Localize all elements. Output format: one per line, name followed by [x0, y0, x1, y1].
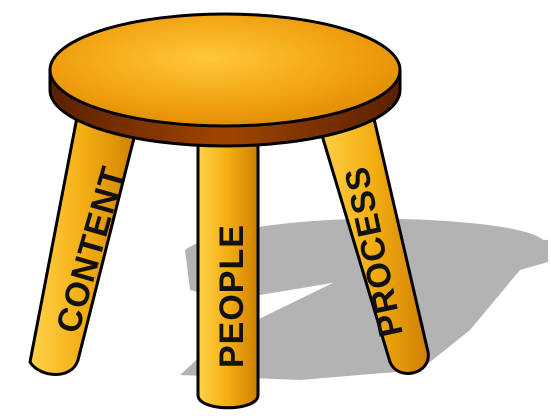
stool-seat	[50, 14, 400, 146]
leg-middle: PEOPLE	[198, 135, 258, 408]
leg-left: CONTENT	[30, 112, 138, 375]
leg-middle-label: PEOPLE	[213, 224, 251, 368]
